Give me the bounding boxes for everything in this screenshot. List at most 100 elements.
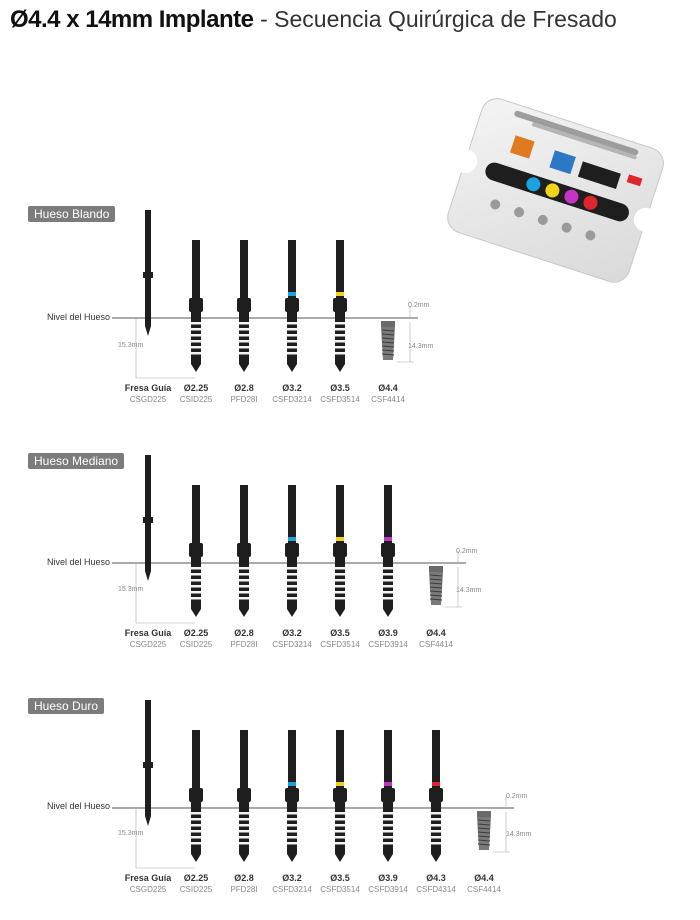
- depth-mark: [239, 334, 249, 337]
- drill-tip: [239, 854, 249, 862]
- tool-name: Ø3.2: [282, 873, 302, 883]
- tool-code: CSFD3914: [368, 885, 408, 894]
- tool-code: CSGD225: [129, 885, 167, 894]
- drill-tip: [287, 609, 297, 617]
- depth-mark: [383, 573, 393, 576]
- left-dimension: 15.3mm: [118, 342, 144, 349]
- depth-mark: [239, 579, 249, 582]
- drill-collar: [381, 788, 395, 802]
- drill-collar: [189, 788, 203, 802]
- depth-mark: [383, 830, 393, 833]
- depth-mark: [191, 585, 201, 588]
- drill-tip: [335, 609, 345, 617]
- tool-drill: [333, 485, 347, 617]
- drill-shank: [336, 730, 344, 788]
- bone-level-label: Nivel del Hueso: [47, 312, 111, 322]
- drill-color-ring: [288, 537, 296, 541]
- drill-color-ring: [288, 782, 296, 786]
- drill-color-ring: [288, 292, 296, 296]
- tool-code: PFD28I: [230, 640, 258, 649]
- tool-code: PFD28I: [230, 885, 258, 894]
- drill-color-ring: [384, 782, 392, 786]
- tool-code: CSFD3214: [272, 395, 312, 404]
- depth-mark: [239, 567, 249, 570]
- implant-thread: [381, 349, 395, 352]
- guide-drill-tip: [145, 816, 151, 826]
- drill-shank: [240, 730, 248, 788]
- drill-collar: [285, 298, 299, 312]
- depth-mark: [431, 830, 441, 833]
- depth-mark: [335, 567, 345, 570]
- depth-mark: [287, 842, 297, 845]
- implant-thread: [477, 843, 491, 846]
- tool-name: Ø4.4: [426, 628, 446, 638]
- depth-mark: [431, 824, 441, 827]
- depth-mark: [383, 597, 393, 600]
- tool-name: Ø3.9: [378, 873, 398, 883]
- depth-mark: [335, 579, 345, 582]
- drill-shank: [288, 240, 296, 298]
- depth-mark: [335, 346, 345, 349]
- implant-top: [429, 566, 443, 572]
- depth-mark: [287, 579, 297, 582]
- implant-thread: [381, 329, 395, 332]
- tool-drill: [189, 730, 203, 862]
- depth-mark: [431, 842, 441, 845]
- depth-mark: [239, 597, 249, 600]
- tool-name: Ø4.3: [426, 873, 446, 883]
- depth-mark: [239, 585, 249, 588]
- tool-name: Ø3.5: [330, 628, 350, 638]
- depth-mark: [191, 812, 201, 815]
- depth-mark: [335, 830, 345, 833]
- depth-mark: [383, 812, 393, 815]
- top-dimension: 0.2mm: [506, 793, 528, 800]
- drill-tip: [383, 609, 393, 617]
- tool-drill: [285, 240, 299, 372]
- depth-mark: [239, 824, 249, 827]
- depth-mark: [239, 818, 249, 821]
- section-medium-bone-diagram: [112, 455, 466, 624]
- depth-mark: [335, 322, 345, 325]
- drill-body: [287, 802, 297, 854]
- depth-mark: [191, 824, 201, 827]
- section-soft-bone-diagram: [112, 210, 418, 379]
- tool-code: CSFD3514: [320, 885, 360, 894]
- depth-mark: [335, 585, 345, 588]
- implant-thread: [429, 586, 443, 589]
- surgical-kit-tray-image: [447, 98, 664, 283]
- drill-body: [239, 802, 249, 854]
- drill-color-ring: [336, 292, 344, 296]
- drill-tip: [431, 854, 441, 862]
- tool-code: CSID225: [179, 640, 213, 649]
- drill-tip: [287, 364, 297, 372]
- depth-mark: [191, 579, 201, 582]
- implant-thread: [381, 345, 395, 348]
- implant-thread: [429, 598, 443, 601]
- drill-collar: [381, 543, 395, 557]
- depth-mark: [383, 567, 393, 570]
- drill-collar: [429, 788, 443, 802]
- tool-drill: [381, 485, 395, 617]
- tool-name: Ø3.5: [330, 873, 350, 883]
- right-dimension: 14.3mm: [506, 831, 532, 838]
- tool-code: CSFD3514: [320, 640, 360, 649]
- title-subtitle: - Secuencia Quirúrgica de Fresado: [260, 6, 617, 32]
- depth-mark: [239, 340, 249, 343]
- drill-collar: [285, 788, 299, 802]
- tool-drill: [381, 730, 395, 862]
- drill-tip: [335, 364, 345, 372]
- top-dimension: 0.2mm: [456, 548, 478, 555]
- tool-guide: [143, 210, 153, 336]
- tool-drill: [237, 485, 251, 617]
- drill-collar: [333, 543, 347, 557]
- right-dimension: 14.3mm: [408, 343, 434, 350]
- tool-implant: [381, 306, 414, 363]
- depth-mark: [335, 818, 345, 821]
- guide-drill-shank: [145, 210, 151, 326]
- drill-shank: [240, 240, 248, 298]
- tool-name: Ø3.9: [378, 628, 398, 638]
- tool-code: CSGD225: [129, 640, 167, 649]
- depth-mark: [191, 818, 201, 821]
- implant-thread: [477, 827, 491, 830]
- tool-name: Ø2.25: [183, 628, 209, 638]
